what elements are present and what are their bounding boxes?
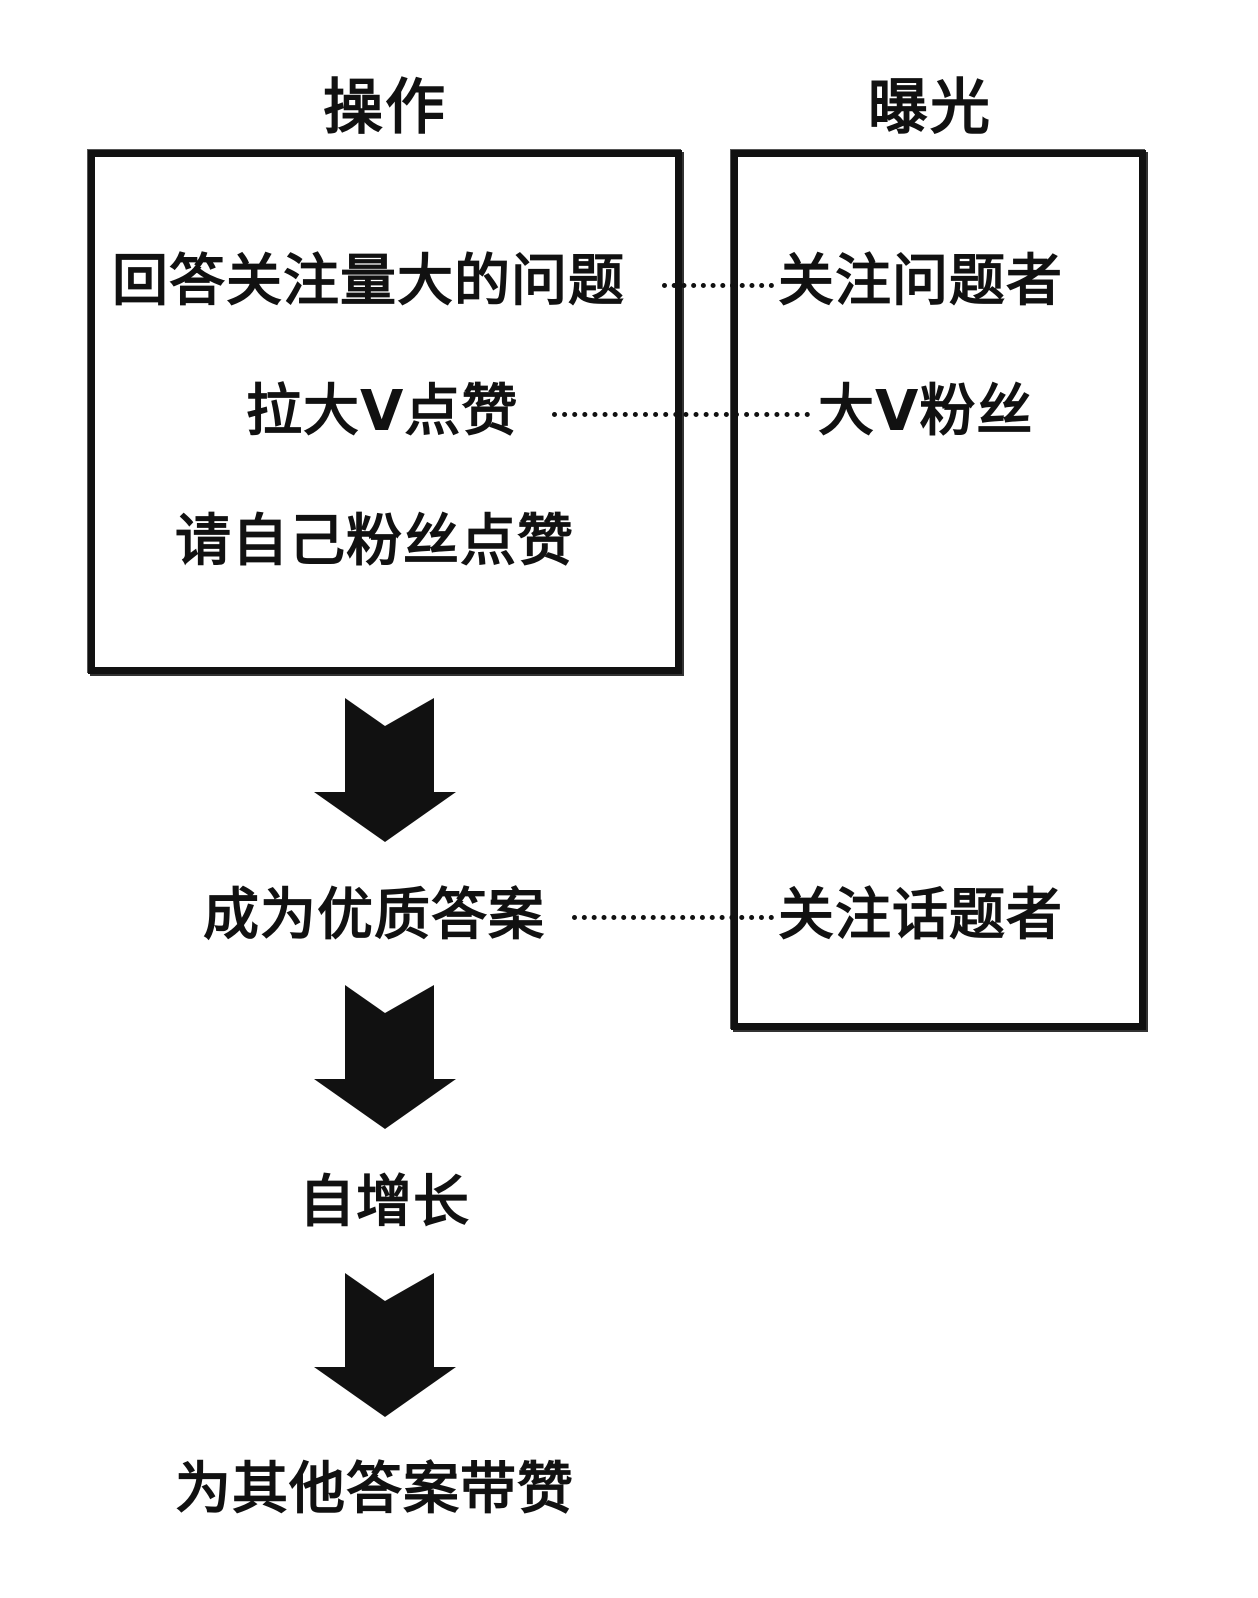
exposure-heading: 曝光 [868, 73, 992, 143]
flow-step-bring-likes-to-other-answers: 为其他答案带赞 [175, 1457, 574, 1522]
down-arrow-icon [310, 983, 460, 1133]
exposure-question-followers: 关注问题者 [778, 249, 1063, 314]
operations-heading: 操作 [323, 73, 447, 143]
operation-answer-popular-question: 回答关注量大的问题 [112, 249, 625, 314]
exposure-box [731, 150, 1146, 1030]
operation-ask-own-fans-likes: 请自己粉丝点赞 [175, 509, 574, 574]
exposure-topic-followers: 关注话题者 [778, 883, 1063, 948]
down-arrow-icon [310, 696, 460, 846]
connector-dotted-line [572, 915, 774, 920]
connector-dotted-line [552, 412, 810, 417]
operation-ask-big-v-likes: 拉大V点赞 [246, 379, 519, 444]
flow-step-self-growth: 自增长 [299, 1170, 470, 1235]
connector-dotted-line [662, 283, 774, 288]
flow-step-quality-answer: 成为优质答案 [203, 883, 545, 948]
down-arrow-icon [310, 1271, 460, 1421]
exposure-big-v-fans: 大V粉丝 [818, 379, 1034, 444]
